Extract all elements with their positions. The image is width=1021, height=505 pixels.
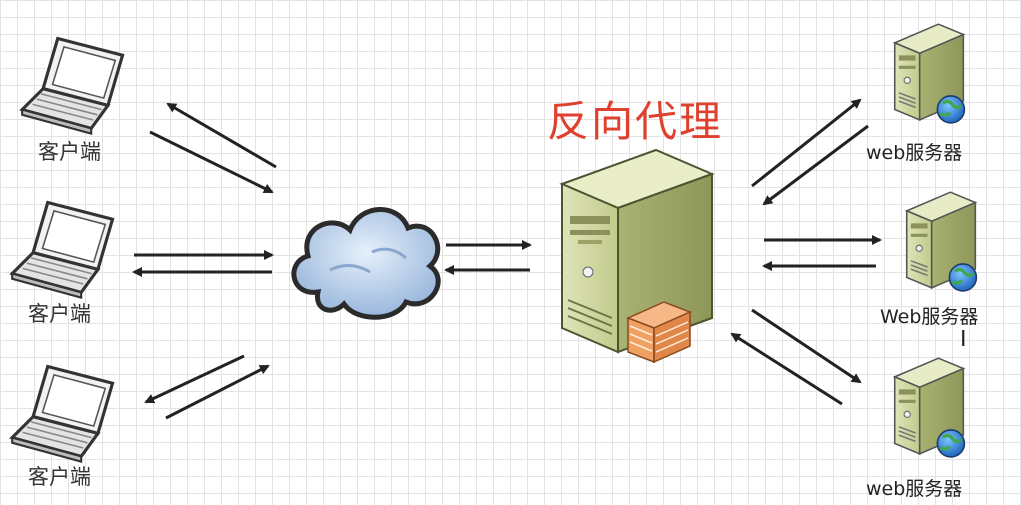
arrow-proxy-to-server-1 <box>751 98 862 188</box>
client-laptop-icon-2 <box>10 200 115 300</box>
server-label-3: web服务器 <box>866 478 963 500</box>
arrow-proxy-to-server-3 <box>751 308 862 384</box>
proxy-arrows <box>444 240 532 275</box>
web-server-icon-1 <box>893 22 966 124</box>
network-cloud-icon <box>291 207 441 320</box>
text-cursor-icon: Ⅰ <box>960 327 967 352</box>
arrow-client-3-to-cloud <box>165 364 270 420</box>
arrow-cloud-to-client-3 <box>144 354 245 404</box>
server-label-2: Web服务器 <box>880 306 979 328</box>
client-label-1: 客户端 <box>38 140 101 164</box>
arrow-client-1-to-cloud <box>149 130 274 194</box>
web-server-icon-3 <box>893 356 966 458</box>
client-laptop-icon-3 <box>10 364 115 464</box>
client-laptop-icon-1 <box>20 36 125 136</box>
web-server-icon-2 <box>905 190 978 292</box>
client-label-2: 客户端 <box>28 302 91 326</box>
arrow-cloud-to-client-1 <box>166 102 277 169</box>
diagram-title: 反向代理 <box>547 97 724 146</box>
client-label-3: 客户端 <box>28 465 91 489</box>
server-label-1: web服务器 <box>866 142 963 164</box>
arrow-server-3-to-proxy <box>730 332 843 406</box>
client-arrows <box>132 102 277 420</box>
proxy-server-icon <box>559 148 715 364</box>
arrow-server-1-to-proxy <box>762 124 869 206</box>
server-arrows <box>730 98 882 406</box>
